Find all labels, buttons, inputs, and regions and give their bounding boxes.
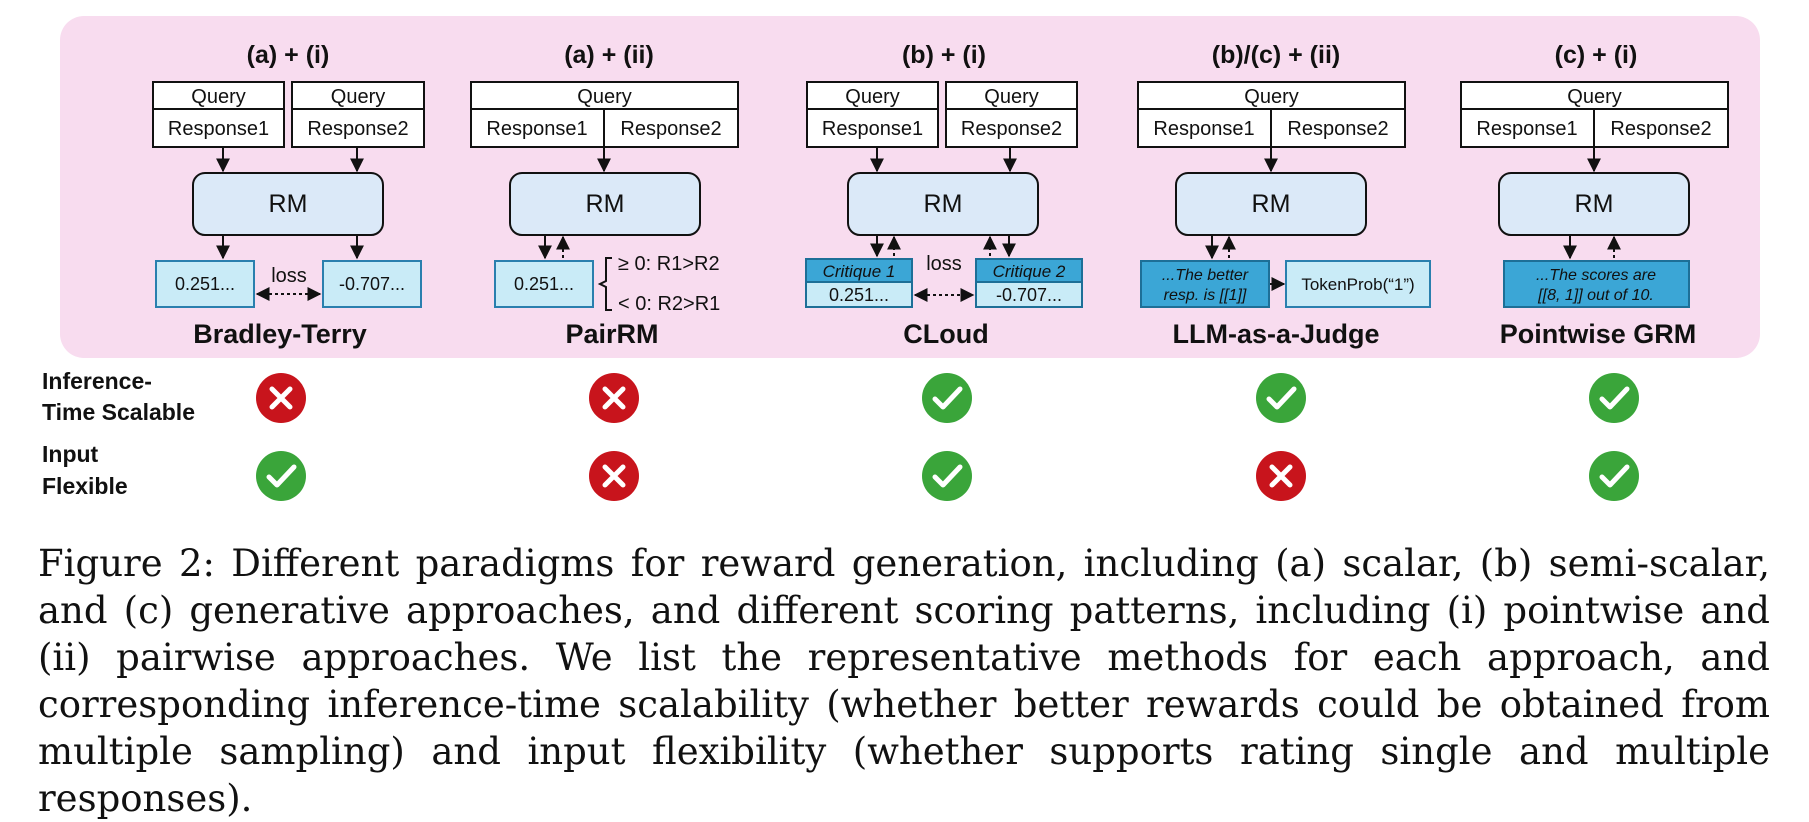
check-icon [1256,373,1306,423]
loss-label: loss [926,253,962,275]
method-name: PairRM [565,319,658,349]
response2-label: Response2 [1610,118,1711,140]
property-marks [256,373,1639,501]
cross-icon [589,451,639,501]
panel-llm-as-a-judge: (b)/(c) + (ii) Query Response1 Response2… [1137,41,1431,349]
method-name: Bradley-Terry [193,319,367,349]
judge-text-line-2: resp. is [[1]] [1164,287,1247,304]
condition-brace [597,257,612,311]
check-icon [1589,451,1639,501]
row-label-line-1: Inference- [42,368,152,394]
check-icon [922,373,972,423]
response1-label: Response1 [1476,118,1577,140]
panel-pointwise-grm: (c) + (i) Query Response1 Response2 RM .… [1460,41,1729,349]
panel-bradley-terry: (a) + (i) Query Response1 Query Response… [152,41,425,349]
critique-2-label: Critique 2 [993,262,1066,281]
panel-pairrm: (a) + (ii) Query Response1 Response2 RM … [470,41,739,349]
query-label: Query [845,86,899,108]
scores-text-line-1: ...The scores are [1536,267,1656,284]
rm-label: RM [586,190,625,218]
query-label: Query [331,86,385,108]
cross-icon [1256,451,1306,501]
query-label: Query [191,86,245,108]
score-output-1: 0.251... [175,274,235,294]
check-icon [256,451,306,501]
cross-icon [256,373,306,423]
figure-caption: Figure 2: Different paradigms for reward… [38,542,1770,820]
rm-label: RM [924,190,963,218]
loss-label: loss [271,265,307,287]
response2-label: Response2 [961,118,1062,140]
response1-label: Response1 [1153,118,1254,140]
panel-header: (a) + (i) [247,41,330,69]
response2-label: Response2 [307,118,408,140]
token-prob-output: TokenProb(“1”) [1301,275,1414,294]
scores-text-line-2: [[8, 1]] out of 10. [1537,287,1654,304]
rm-label: RM [269,190,308,218]
query-label: Query [1244,86,1298,108]
response2-label: Response2 [1287,118,1388,140]
score-output-2: -0.707... [996,285,1062,305]
panel-header: (b) + (i) [902,41,986,69]
method-name: Pointwise GRM [1500,319,1697,349]
panel-header: (a) + (ii) [564,41,654,69]
score-output-2: -0.707... [339,274,405,294]
response1-label: Response1 [168,118,269,140]
reward-paradigm-diagram: (a) + (i) Query Response1 Query Response… [42,16,1760,501]
method-name: LLM-as-a-Judge [1172,319,1379,349]
condition-negative: < 0: R2>R1 [618,293,720,315]
property-row-labels: Inference- Time Scalable Input Flexible [42,368,195,499]
rm-label: RM [1252,190,1291,218]
critique-1-label: Critique 1 [823,262,896,281]
row-label-line-2: Flexible [42,473,128,499]
check-icon [922,451,972,501]
panel-header: (b)/(c) + (ii) [1212,41,1340,69]
check-icon [1589,373,1639,423]
panel-header: (c) + (i) [1555,41,1638,69]
response1-label: Response1 [486,118,587,140]
response1-label: Response1 [822,118,923,140]
method-name: CLoud [903,319,988,349]
condition-positive: ≥ 0: R1>R2 [618,253,720,275]
score-output-1: 0.251... [829,285,889,305]
judge-text-line-1: ...The better [1162,267,1249,284]
response2-label: Response2 [620,118,721,140]
query-label: Query [577,86,631,108]
panel-cloud: (b) + (i) Query Response1 Query Response… [805,41,1083,349]
row-label-line-1: Input [42,441,99,467]
query-label: Query [1567,86,1621,108]
row-label-line-2: Time Scalable [42,399,195,425]
score-output: 0.251... [514,274,574,294]
rm-label: RM [1575,190,1614,218]
query-label: Query [984,86,1038,108]
cross-icon [589,373,639,423]
